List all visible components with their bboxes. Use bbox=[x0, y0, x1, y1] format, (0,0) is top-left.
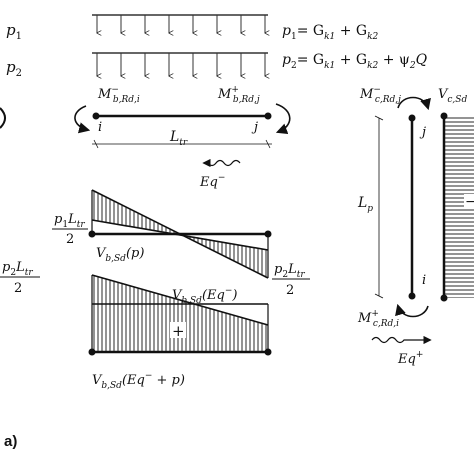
beam-node-i: i bbox=[98, 120, 102, 135]
shear-right-p2-fraction: p2Ltr 2 bbox=[272, 262, 310, 298]
beam-node-j: j bbox=[251, 120, 258, 135]
shear-diagram-combined bbox=[88, 274, 272, 356]
column-moment-bottom-arrow bbox=[395, 303, 429, 318]
column-seismic-label: Eq+ bbox=[397, 350, 423, 367]
beam-node-right bbox=[264, 112, 272, 120]
beam-node-left bbox=[92, 112, 100, 120]
shear-left-p2-fraction: p2Ltr 2 bbox=[0, 260, 40, 296]
column-node-j: j bbox=[419, 125, 426, 140]
beam-moment-right-label: M+b,Rd,j bbox=[217, 85, 260, 105]
panel-label: a) bbox=[4, 433, 17, 450]
column-dim-tick-bottom bbox=[374, 293, 384, 299]
svg-text:2: 2 bbox=[14, 281, 22, 296]
beam-seismic-label: Eq− bbox=[199, 173, 225, 190]
svg-text:2: 2 bbox=[66, 232, 74, 247]
beam-moment-left-label: M−b,Rd,i bbox=[97, 85, 140, 105]
column-shear-diagram bbox=[440, 112, 474, 302]
dimension-tick-right bbox=[265, 139, 271, 149]
p1-equation: p1= Gk1 + Gk2 bbox=[282, 23, 379, 42]
dimension-tick-left bbox=[93, 139, 99, 149]
column-seismic-arrow bbox=[371, 335, 432, 345]
p1-symbol: p1 bbox=[6, 21, 22, 42]
shear-sign-plus: + bbox=[172, 322, 185, 340]
svg-text:p2Ltr: p2Ltr bbox=[2, 260, 33, 278]
column-shear-label: Vc,Sd bbox=[438, 87, 467, 105]
beam-moment-right-arrow bbox=[275, 103, 291, 135]
beam-seismic-arrow bbox=[202, 158, 241, 168]
column-moment-top-label: M−c,Rd,j bbox=[359, 85, 401, 105]
load-p1-arrows bbox=[92, 14, 268, 33]
left-partial-moment-arc bbox=[0, 107, 6, 129]
column-dim-tick-top bbox=[374, 115, 384, 121]
shear-left-p1-fraction: p1Ltr 2 bbox=[52, 212, 88, 247]
column-moment-top-arrow bbox=[397, 96, 431, 111]
column-node-bottom bbox=[408, 292, 416, 300]
column-node-top bbox=[408, 114, 416, 122]
shear-diagram-gravity bbox=[88, 189, 272, 279]
beam-moment-left-arrow bbox=[74, 105, 91, 134]
svg-text:p1Ltr: p1Ltr bbox=[54, 212, 85, 230]
shear-vp-label: Vb,Sd(p) bbox=[96, 246, 144, 264]
svg-text:2: 2 bbox=[286, 283, 294, 298]
p2-equation: p2= Gk1 + Gk2 + ψ2Q bbox=[282, 52, 428, 71]
column-node-i: i bbox=[422, 273, 426, 288]
column-length-label: Lp bbox=[357, 195, 373, 214]
svg-text:p2Ltr: p2Ltr bbox=[274, 262, 305, 280]
beam-length-label: Ltr bbox=[169, 129, 188, 148]
shear-veq-label: Vb,Sd(Eq−) bbox=[172, 286, 237, 306]
column-sign-minus: − bbox=[465, 194, 474, 210]
load-p2-arrows bbox=[92, 52, 268, 76]
shear-vtotal-label: Vb,Sd(Eq− + p) bbox=[92, 371, 185, 391]
column-moment-bottom-label: M+c,Rd,i bbox=[357, 309, 399, 329]
p2-symbol: p2 bbox=[6, 58, 22, 79]
